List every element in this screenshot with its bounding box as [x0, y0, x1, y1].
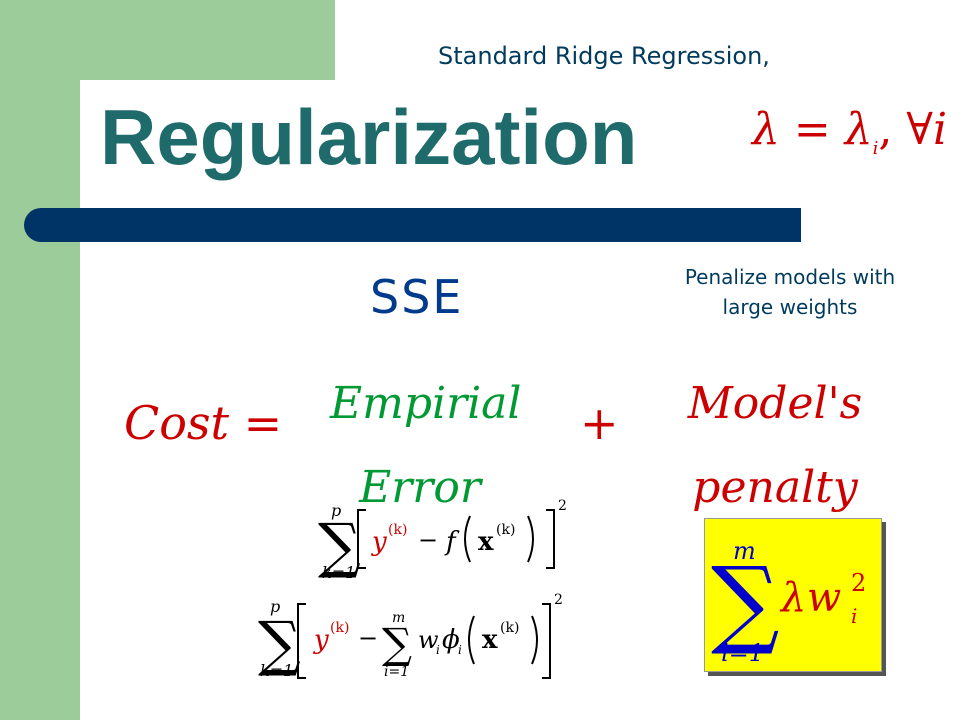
penalize-note-line2: large weights — [722, 295, 858, 319]
penalty-lambda: λ — [779, 575, 806, 621]
x-term-2: x — [482, 625, 498, 655]
x-term: x — [478, 527, 494, 557]
power-two: 2 — [558, 498, 567, 514]
sum-lower-inner: i=1 — [384, 664, 409, 680]
subtitle: Standard Ridge Regression, — [438, 42, 770, 70]
forall-i: ∀i — [906, 104, 948, 155]
model-line1: Model's — [687, 378, 863, 429]
sum-symbol: ∑ — [318, 511, 361, 581]
sum-upper-outer: p — [270, 597, 280, 616]
w-term: w — [418, 626, 439, 654]
y-superscript-2: (k) — [330, 620, 349, 636]
sum-lower-outer: k=1 — [260, 661, 293, 680]
cost-label: Cost = — [124, 396, 283, 450]
title-underline-bar — [24, 208, 801, 242]
lambda-equation: λ = λi, ∀i — [752, 104, 947, 159]
x-superscript: (k) — [496, 522, 515, 538]
model-line2: penalty — [692, 461, 858, 513]
penalty-w-subscript: i — [851, 604, 857, 628]
sse-label: SSE — [370, 270, 464, 324]
left-sidebar — [0, 0, 80, 720]
sum-upper-inner: m — [392, 610, 405, 626]
lambda-rhs: λ — [844, 104, 873, 155]
y-superscript: (k) — [388, 522, 407, 538]
minus-sign-2: − — [358, 624, 378, 652]
w-subscript: i — [436, 643, 440, 657]
penalize-note-line1: Penalize models with — [684, 265, 896, 289]
penalty-sum-symbol: ∑ — [711, 546, 780, 658]
penalize-note: Penalize models with large weights — [645, 262, 935, 322]
empirical-line1: Empirial — [330, 378, 522, 429]
sum-upper: p — [331, 501, 341, 520]
penalty-sum-upper: m — [733, 537, 756, 565]
top-green-block — [80, 0, 335, 80]
lambda-rhs-sub: i — [872, 137, 879, 159]
y-term: y — [371, 527, 387, 557]
model-penalty: Model's penalty — [685, 362, 865, 529]
sum-lower: k=1 — [322, 563, 355, 582]
page-title: Regularization — [100, 93, 638, 181]
sum-symbol-inner: ∑ — [382, 619, 412, 668]
empirical-error: Empirial Error — [330, 362, 522, 529]
plus-sign: + — [580, 396, 619, 450]
phi-subscript: i — [458, 643, 462, 657]
equals-sign: = — [793, 104, 831, 155]
penalty-formula-box: ∑ m i=1 λ w 2 i — [704, 518, 882, 672]
penalty-w-superscript: 2 — [851, 569, 866, 597]
y-term-2: y — [313, 625, 329, 655]
penalty-sum-lower: i=1 — [721, 639, 764, 667]
empirical-line2: Error — [359, 461, 481, 513]
penalty-w: w — [807, 575, 841, 621]
lambda-lhs: λ — [752, 104, 780, 155]
comma: , — [878, 104, 893, 155]
minus-sign: − — [418, 526, 438, 554]
power-two-2: 2 — [554, 592, 563, 608]
x-superscript-2: (k) — [500, 620, 519, 636]
sum-symbol-outer: ∑ — [258, 609, 301, 679]
phi-term: ϕ — [442, 625, 460, 655]
